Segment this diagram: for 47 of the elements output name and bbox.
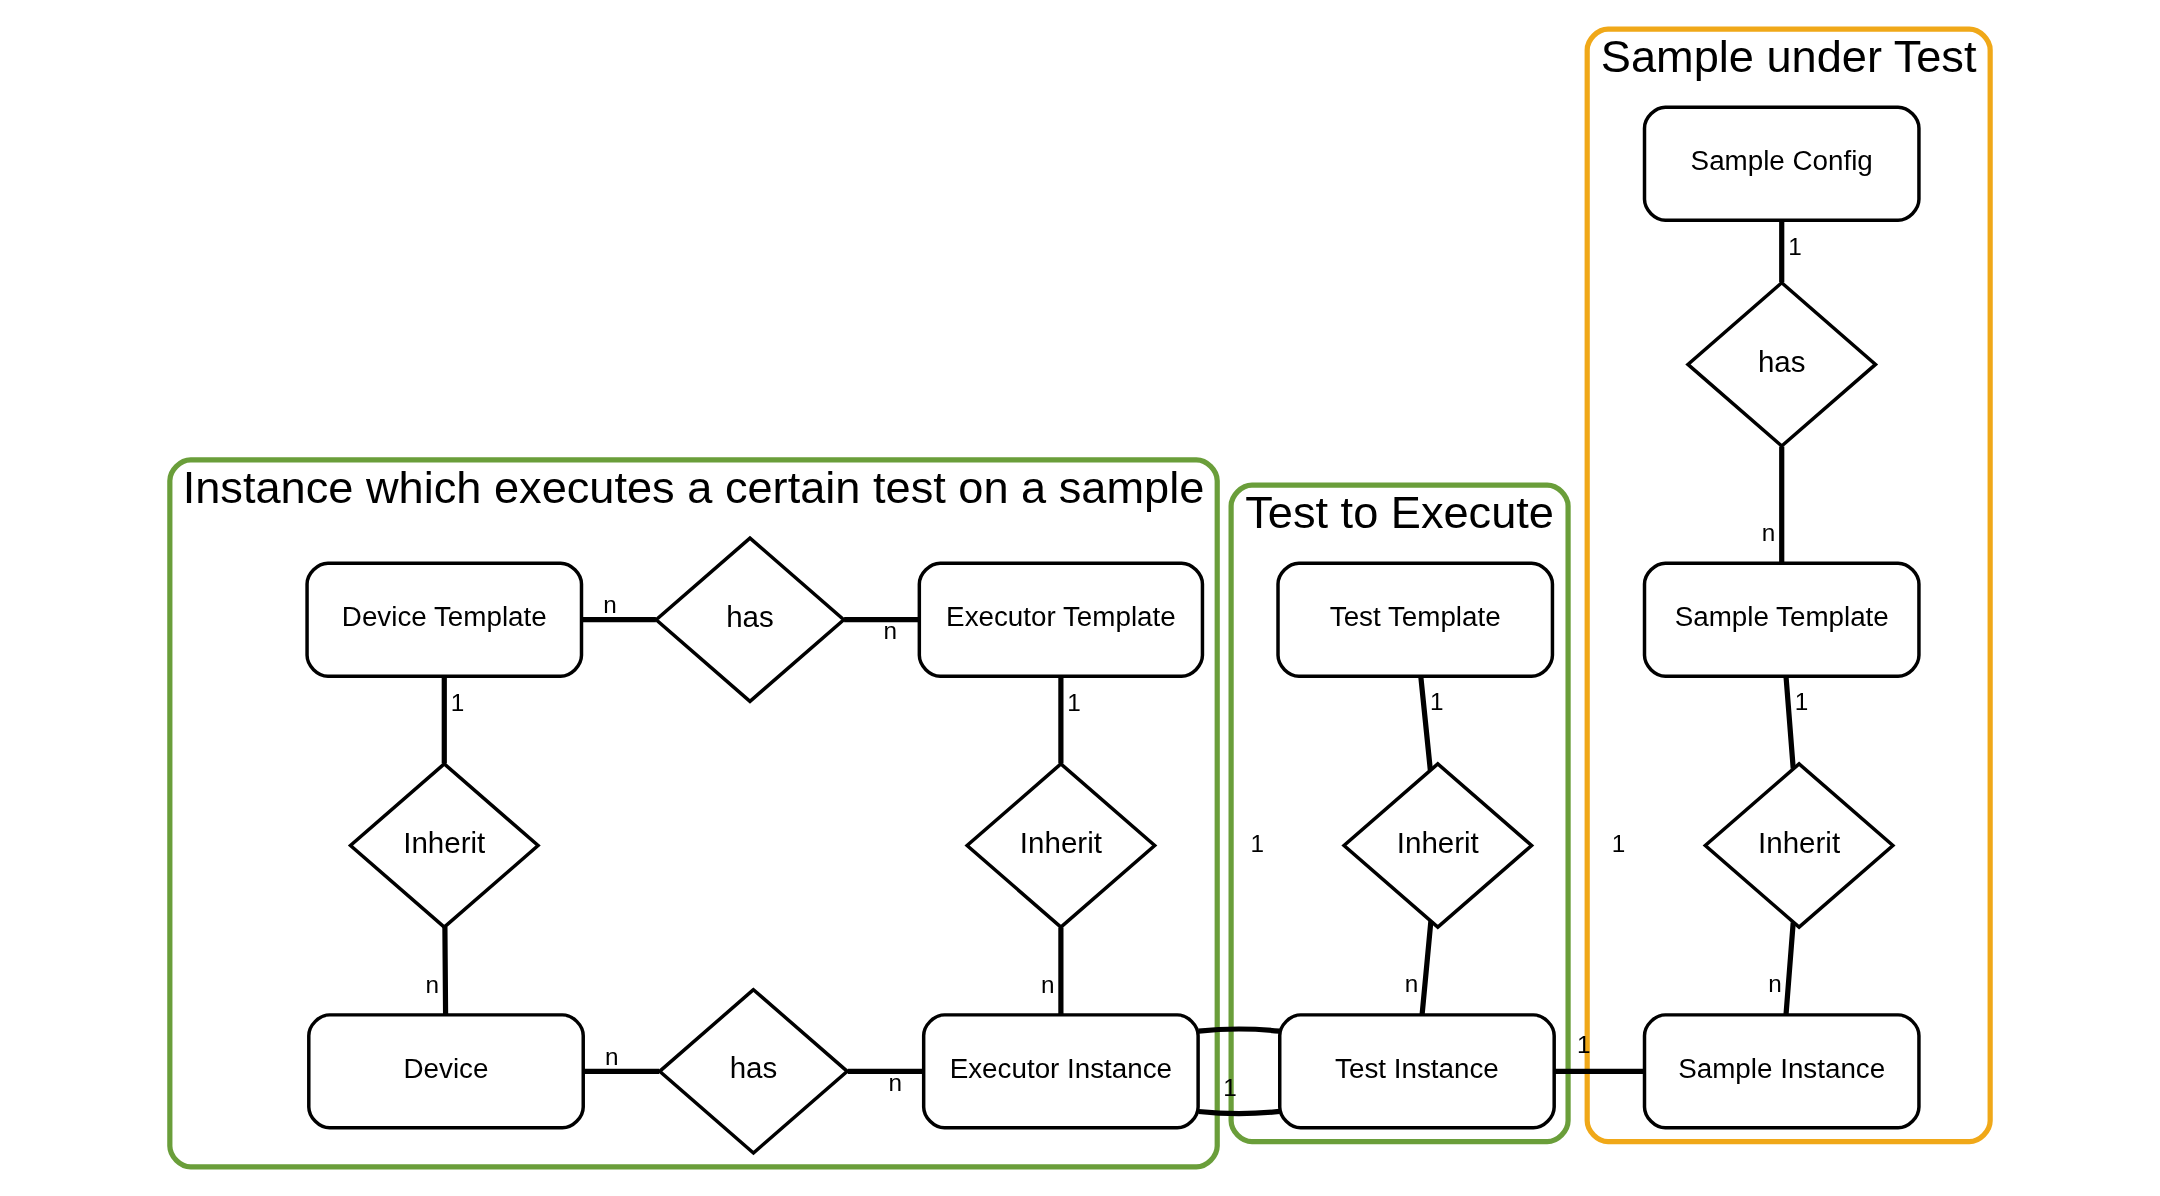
connector xyxy=(441,676,447,764)
connector xyxy=(442,926,449,1015)
edge-label: n xyxy=(425,971,439,999)
node-box: Device Template xyxy=(305,561,584,678)
edge-label: n xyxy=(1761,519,1776,547)
edge-label: n xyxy=(605,1042,619,1070)
edge-label: n xyxy=(888,1068,902,1096)
connector xyxy=(1058,676,1064,764)
edge-label: 1 xyxy=(1788,233,1802,261)
node-diamond: has xyxy=(653,535,847,704)
edge-label: 1 xyxy=(1794,688,1809,716)
connector xyxy=(1419,921,1434,1016)
connector xyxy=(1779,220,1785,283)
node-diamond: Inherit xyxy=(1702,761,1896,930)
node-box: Sample Config xyxy=(1642,105,1921,222)
node-box: Sample Instance xyxy=(1642,1013,1921,1130)
edge-label: 1 xyxy=(1430,687,1444,715)
connector xyxy=(844,617,919,623)
node-box: Executor Instance xyxy=(921,1013,1200,1130)
edge-label: 1 xyxy=(1067,689,1081,717)
connector xyxy=(1779,446,1785,563)
node-diamond: Inherit xyxy=(347,761,541,930)
node-diamond: has xyxy=(1685,280,1879,449)
connector xyxy=(847,1068,924,1074)
node-box: Test Template xyxy=(1276,561,1555,678)
label: 1 xyxy=(1611,829,1626,857)
edge-label: n xyxy=(883,617,898,645)
edge-label: n xyxy=(603,590,617,618)
node-diamond: Inherit xyxy=(964,761,1158,930)
connector xyxy=(1058,927,1064,1015)
edge-label: n xyxy=(1404,969,1419,997)
edge-label: n xyxy=(1040,970,1055,998)
connector xyxy=(1783,676,1796,769)
connector xyxy=(581,617,656,623)
edge-label: 1 xyxy=(450,689,465,717)
edge-label: n xyxy=(1768,969,1782,997)
connector xyxy=(1554,1068,1645,1074)
node-box: Sample Template xyxy=(1642,561,1921,678)
connector xyxy=(1418,676,1433,771)
node-box: Executor Template xyxy=(917,561,1205,678)
connector xyxy=(583,1068,660,1074)
node-diamond: has xyxy=(657,987,850,1156)
connector xyxy=(1783,922,1796,1015)
node-box: Device xyxy=(307,1013,585,1130)
node-box: Test Instance xyxy=(1278,1013,1556,1130)
node-diamond: Inherit xyxy=(1341,761,1535,930)
label: 1 xyxy=(1250,829,1264,857)
